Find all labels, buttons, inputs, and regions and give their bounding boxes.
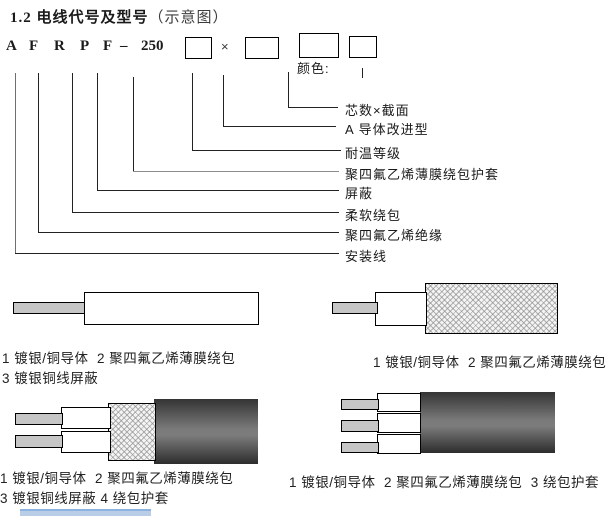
spec-label-core-section: 芯数×截面 [345,103,410,118]
connector-line-temp-rating-h [192,150,341,151]
connector-tick-extra-box [362,68,363,78]
code-letter-a: A [6,38,17,54]
insulation-rect [377,393,421,412]
connector-line-flex-wrap-h [72,212,339,213]
conductor-bar [13,302,86,314]
connector-line-conductor-type [223,75,224,127]
color-label: 颜色: [297,61,330,76]
caption-line: 1 镀银/铜导体 2 聚四氟乙烯薄膜绕包 [0,471,234,486]
insulation-rect [377,413,421,433]
connector-line-core-section-h [288,107,338,108]
caption-line: 1 镀银/铜导体 2 聚四氟乙烯薄膜绕包 [2,351,236,366]
caption-line: 3 镀银铜线屏蔽 [2,371,99,386]
conductor-bar [341,442,379,453]
model-box-color [299,33,339,58]
conductor-bar [15,413,63,425]
connector-line-flex-wrap [72,73,73,213]
jacket-rect [154,399,258,464]
connector-line-conductor-type-h [223,126,336,127]
insulation-rect [84,292,259,325]
caption-line: 1 镀银/铜导体 2 聚四氟乙烯薄膜绕包 [373,355,607,370]
connector-line-shield-h [97,190,339,191]
model-box-core-count [185,37,212,59]
caption-line: 3 镀银铜线屏蔽 4 绕包护套 [0,491,169,506]
connector-line-film-jacket-h [133,171,339,172]
insulation-rect [61,431,111,453]
page-title: 1.2 电线代号及型号（示意图） [10,6,229,27]
code-letter-f2: F [103,38,113,54]
model-box-extra [349,36,377,58]
jacket-rect [420,392,555,453]
shield-braid-rect [425,283,558,334]
multiply-sign: × [221,39,229,54]
spec-label-flex-wrap: 柔软绕包 [345,208,402,223]
code-letter-f1: F [29,38,39,54]
code-letter-p: P [80,38,90,54]
code-letter-r: R [54,38,65,54]
spec-label-conductor-type: A 导体改进型 [345,122,429,137]
conductor-bar [341,420,379,432]
section-number: 1.2 [10,10,32,26]
code-dash: – [120,38,128,54]
connector-line-installation-h [15,253,339,254]
shield-braid-rect [108,403,156,461]
title-paren: （示意图） [148,10,229,26]
highlight-bar [20,509,151,516]
conductor-bar [341,399,379,410]
code-250: 250 [141,38,164,54]
model-box-cross-section [245,37,279,59]
connector-line-shield [97,73,98,191]
connector-line-core-section [288,72,289,108]
spec-label-film-jacket: 聚四氟乙烯薄膜绕包护套 [345,167,500,182]
connector-line-insulation [38,73,39,233]
spec-label-installation: 安装线 [345,249,388,264]
connector-line-temp-rating [192,73,193,151]
spec-label-temp-rating: 耐温等级 [345,146,402,161]
spec-label-insulation: 聚四氟乙烯绝缘 [345,228,444,243]
insulation-rect [377,434,421,454]
caption-line: 1 镀银/铜导体 2 聚四氟乙烯薄膜绕包 3 绕包护套 [289,475,600,490]
connector-line-installation [15,73,16,254]
connector-line-film-jacket [133,77,134,172]
conductor-bar [15,435,63,448]
spec-label-shield: 屏蔽 [345,186,374,201]
connector-line-insulation-h [38,232,339,233]
title-main: 电线代号及型号 [36,10,149,26]
insulation-rect [61,407,111,429]
insulation-rect [375,292,427,326]
conductor-bar [332,302,378,314]
